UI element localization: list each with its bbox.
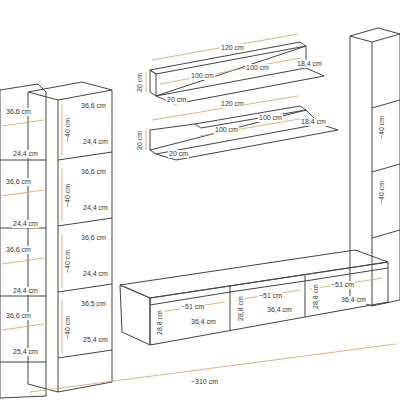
dimension-label: 36,5 cm xyxy=(80,300,107,308)
dimension-label: ~40 cm xyxy=(378,115,386,140)
dimension-label: 100 cm xyxy=(245,64,270,72)
dimension-label: 36,6 cm xyxy=(80,234,107,242)
dimension-label: ~40 cm xyxy=(64,117,72,142)
dimension-label: 36,4 cm xyxy=(340,296,367,304)
dimension-label: 100 cm xyxy=(190,72,215,80)
dimension-label: 36,4 cm xyxy=(266,306,293,314)
dimension-label: 36,6 cm xyxy=(80,168,107,176)
dimension-label: 24,4 cm xyxy=(12,150,39,158)
dimension-label: ~51 cm xyxy=(180,303,205,311)
dimension-label: 18,4 cm xyxy=(296,60,323,68)
dimension-label: ~51 cm xyxy=(330,281,355,289)
dimension-label: 20 cm xyxy=(166,96,187,104)
dimension-label: 120 cm xyxy=(220,44,245,52)
dimension-label: ~310 cm xyxy=(190,378,219,386)
dimension-label: 20 cm xyxy=(168,150,189,158)
dimension-label: ~40 cm xyxy=(64,183,72,208)
dimension-label: 36,6 cm xyxy=(5,312,32,320)
dimension-label: 28,8 cm xyxy=(312,283,320,310)
dimension-label: 18,4 cm xyxy=(300,118,327,126)
dimension-label: 24,4 cm xyxy=(12,220,39,228)
dimension-label: ~40 cm xyxy=(64,249,72,274)
dimension-label: 100 cm xyxy=(214,126,239,134)
dimension-label: 24,4 cm xyxy=(82,138,109,146)
dimension-label: 28,8 cm xyxy=(156,309,164,336)
dimension-label: 100 cm xyxy=(258,114,283,122)
dimension-label: ~40 cm xyxy=(64,315,72,340)
dimension-label: 20 cm xyxy=(136,130,144,151)
dimension-label: 36,6 cm xyxy=(5,246,32,254)
dimension-label: 24,4 cm xyxy=(82,270,109,278)
dimension-label: 36,6 cm xyxy=(5,108,32,116)
dimension-label: 25,4 cm xyxy=(82,336,109,344)
dimension-label: 24,4 cm xyxy=(82,204,109,212)
dimension-label: 20 cm xyxy=(136,72,144,93)
dimension-label: 36,6 cm xyxy=(5,178,32,186)
dimension-label: 28,8 cm xyxy=(237,295,245,322)
dimension-label: ~40 cm xyxy=(378,180,386,205)
dimension-label: 25,4 cm xyxy=(12,348,39,356)
dimension-label: 36,6 cm xyxy=(80,102,107,110)
dimension-label: ~51 cm xyxy=(258,292,283,300)
dimension-label: 120 cm xyxy=(220,100,245,108)
dimension-label: 36,4 cm xyxy=(190,318,217,326)
dimension-label: 24,4 cm xyxy=(12,287,39,295)
